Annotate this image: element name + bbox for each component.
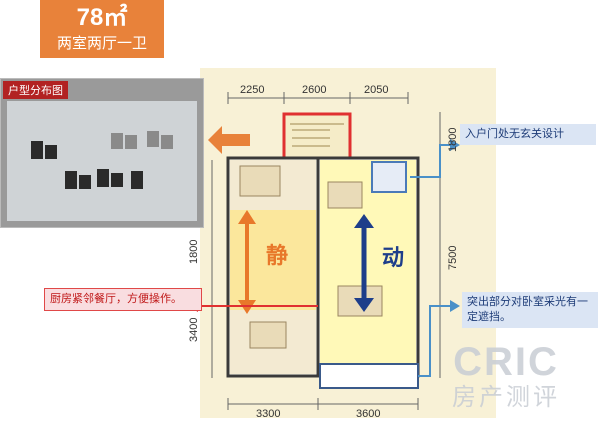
watermark: CRIC 房产测评 [452,340,560,412]
watermark-brand: CRIC [453,340,559,384]
watermark-subtitle: 房产测评 [452,384,560,411]
layout-type: 两室两厅一卫 [56,35,147,52]
distribution-map-graphic [31,131,173,189]
kitchen-zone [282,112,352,160]
distribution-map-label: 户型分布图 [3,81,68,99]
bedroom-callout: 突出部分对卧室采光有一定遮挡。 [462,292,598,328]
dim-top-2: 2600 [302,84,327,96]
kitchen-callout: 厨房紧邻餐厅，方便操作。 [44,288,202,311]
active-zone-arrow [354,214,374,312]
building-blocks [31,141,143,189]
dim-bottom-2: 3600 [356,408,381,420]
exit-arrow [208,126,250,154]
entrance-marker [371,161,407,193]
dim-left-2: 3400 [188,317,200,342]
dim-top-3: 2050 [364,84,389,96]
distribution-map-card: 户型分布图 [0,78,204,228]
bedroom-connector [418,305,452,377]
dim-bottom-1: 3300 [256,408,281,420]
dim-right-2: 7500 [447,245,459,270]
kitchen-counter [290,123,344,147]
entrance-callout: 入户门处无玄关设计 [460,124,596,145]
furniture [239,165,383,349]
bedroom-projection [319,363,419,389]
dim-right-1: 1800 [447,127,459,152]
quiet-zone-label: 静 [266,243,289,268]
dimension-lines [211,92,441,410]
building-blocks-outline [111,131,173,149]
dim-top-1: 2250 [240,84,265,96]
distribution-map-image [7,101,197,221]
corridor-left [230,210,316,310]
dim-left-1: 1800 [188,239,200,264]
active-zone-label: 动 [382,245,405,270]
area-badge: 78㎡ 两室两厅一卫 [40,0,164,58]
area-value: 78㎡ [76,4,128,31]
entrance-connector [410,144,452,178]
